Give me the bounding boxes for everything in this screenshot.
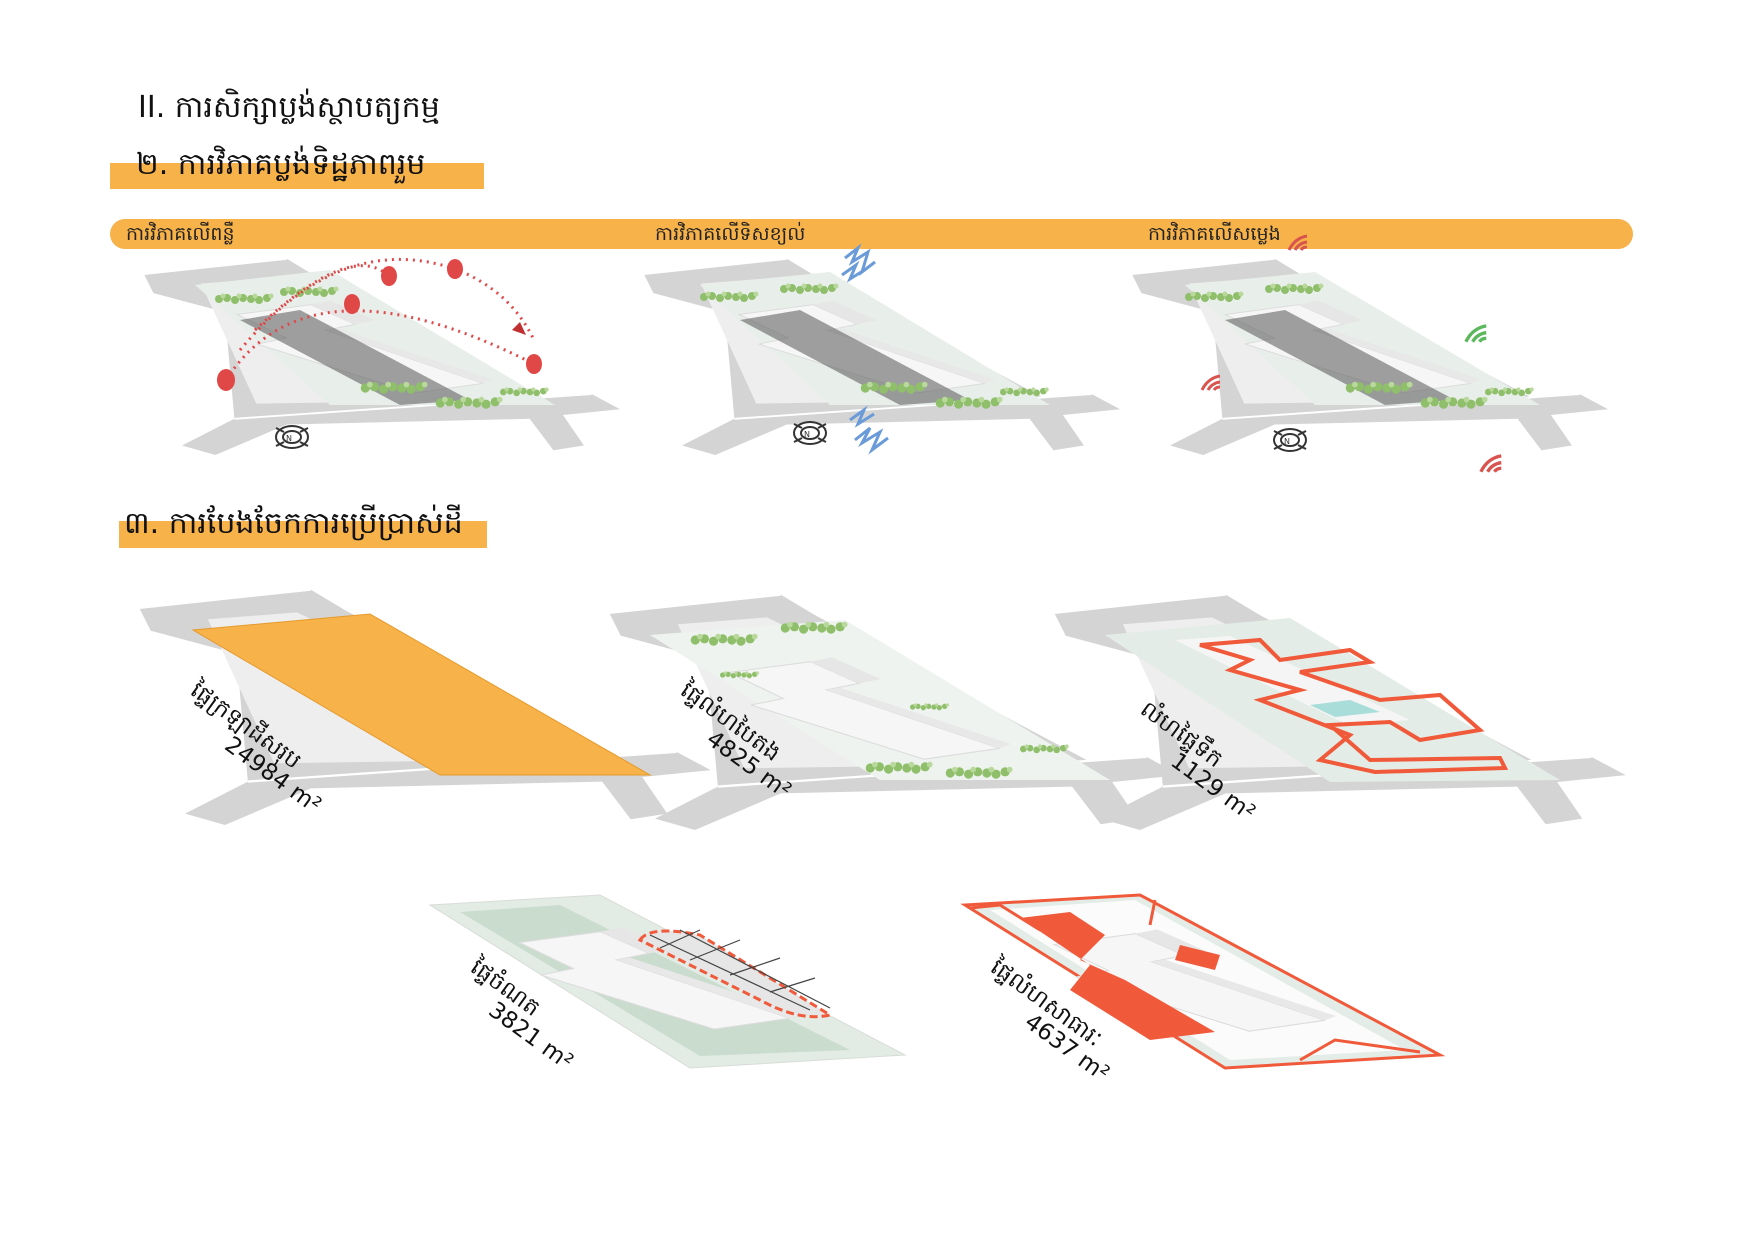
noise-wave-icon	[1289, 236, 1307, 250]
noise-wave-icon	[1481, 456, 1501, 472]
compass-icon	[794, 422, 826, 444]
wind-analysis-diagram	[644, 248, 1120, 455]
sun-analysis-diagram	[144, 259, 620, 455]
compass-icon	[1274, 429, 1306, 451]
noise-wave-icon	[1202, 376, 1220, 390]
noise-analysis-diagram	[1132, 236, 1608, 472]
noise-wave-icon	[1466, 326, 1486, 342]
compass-icon	[276, 426, 308, 448]
